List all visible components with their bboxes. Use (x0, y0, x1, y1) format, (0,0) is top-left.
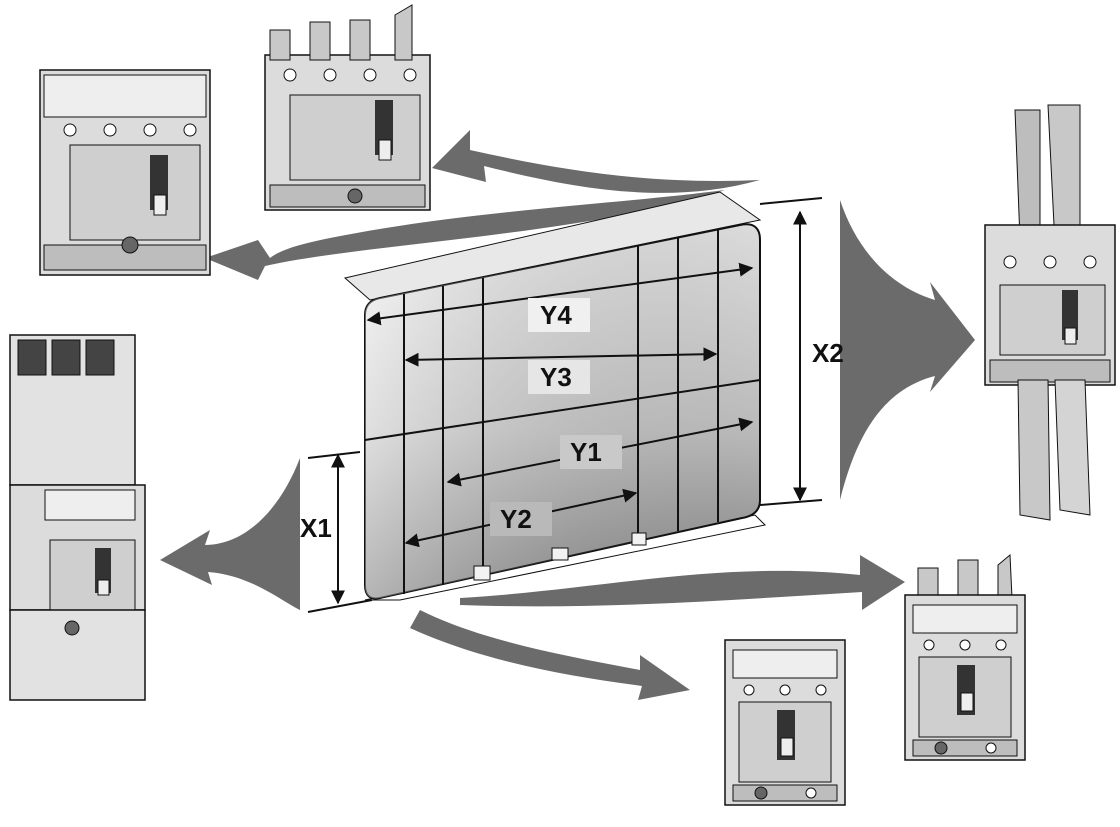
breaker-3pole-plugin-left (9, 334, 146, 701)
arrow-to-right (840, 200, 975, 500)
dimension-label-y1: Y1 (570, 437, 602, 467)
dimension-label-x2: X2 (812, 338, 844, 368)
breaker-4pole-top-center (264, 4, 431, 211)
arrow-to-bottom-center (410, 610, 690, 700)
arrow-to-left (160, 458, 300, 610)
breaker-3pole-rear-right (984, 104, 1116, 521)
dimension-label-y3: Y3 (540, 362, 572, 392)
dimension-label-y4: Y4 (540, 300, 572, 330)
breaker-3pole-bottom-right (904, 553, 1026, 761)
dimension-label-x1: X1 (300, 513, 332, 543)
dimension-label-y2: Y2 (500, 504, 532, 534)
breaker-3pole-bottom-center (724, 639, 846, 806)
arrow-to-top-center (432, 130, 760, 193)
arrow-to-bottom-right (460, 555, 905, 610)
breaker-4pole-top-left (39, 69, 211, 276)
arrow-to-top-left (205, 190, 725, 280)
